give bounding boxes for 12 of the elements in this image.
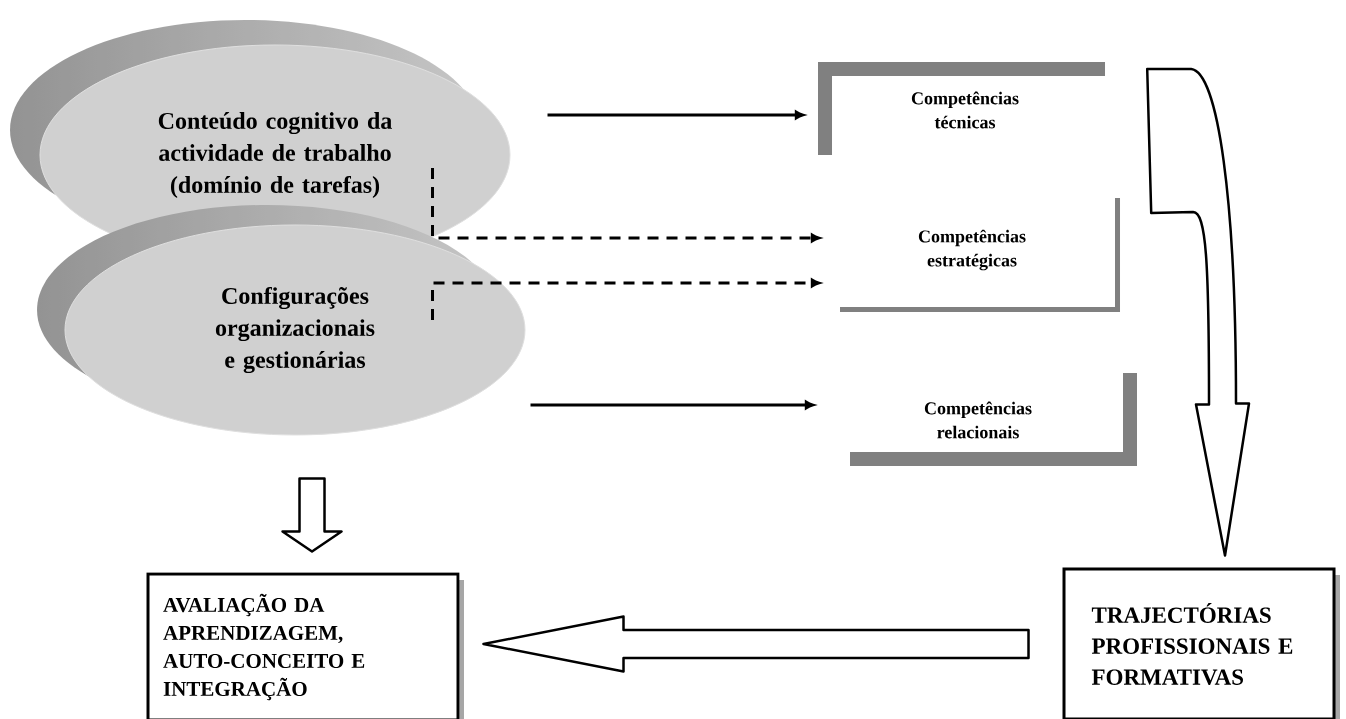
bracket-box: Competências estratégicas: [840, 198, 1120, 312]
block-arrow: [1145, 67, 1251, 557]
bracket-box: Competências técnicas: [818, 62, 1105, 155]
bracket-box: Competências relacionais: [850, 373, 1137, 466]
arrow: [431, 278, 821, 320]
arrow: [530, 400, 815, 410]
text-box: AVALIAÇÃO DA APRENDIZAGEM, AUTO-CONCEITO E INTEGRAÇÃO: [146, 572, 464, 719]
arrow: [547, 110, 805, 120]
arrow: [431, 168, 821, 243]
text-box: TRAJECTÓRIAS PROFISSIONAIS E FORMATIVAS: [1062, 567, 1340, 719]
block-arrow: [482, 615, 1030, 673]
block-arrow: [281, 477, 343, 553]
